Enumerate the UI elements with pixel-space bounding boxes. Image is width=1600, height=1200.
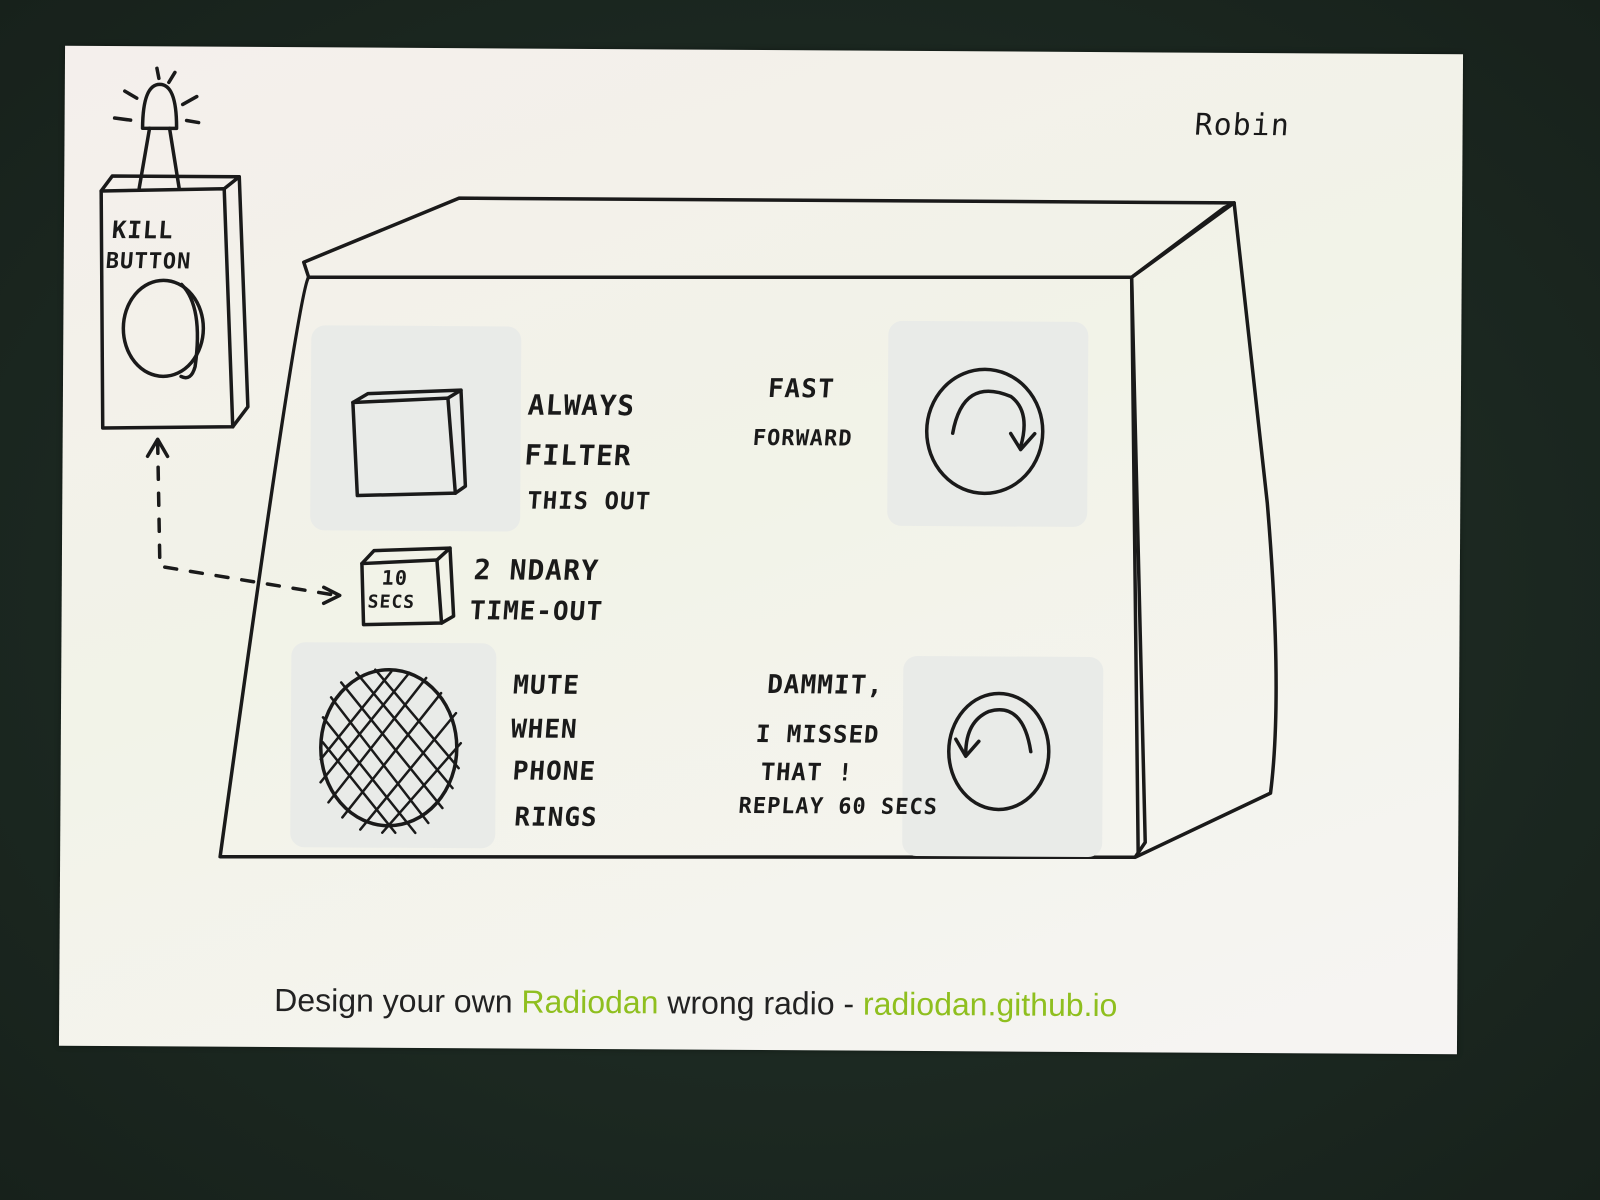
fast-forward-label-1: FAST [766,374,836,405]
footer-text-1: Design your own [274,982,522,1020]
radio-box-top-face [301,196,1236,280]
fast-forward-sticker [887,320,1089,527]
kill-button-sketch [99,66,250,430]
kill-label-line2: BUTTON [104,248,193,275]
secondary-timeout-label-1: 2 NDARY [472,553,601,588]
filter-button-sketch [351,388,468,498]
timer-label-line2: SECS [366,591,416,613]
always-filter-label-2: FILTER [523,438,634,473]
mute-label-4: RINGS [513,802,599,834]
mute-label-2: WHEN [509,714,579,745]
author-signature: Robin [1193,107,1292,144]
radio-front-right-edge [1129,275,1140,855]
dammit-label-2: I MISSED [754,719,881,749]
kill-label-line1: KILL [110,216,175,245]
mute-label-3: PHONE [511,756,598,787]
card-footer: Design your own Radiodan wrong radio - r… [274,982,1117,1024]
replay-knob-sketch [947,691,1051,812]
radio-box-outline [218,201,1278,860]
radio-sketch-drawing [99,66,1278,860]
filter-sticker [310,325,522,532]
fast-forward-label-2: FORWARD [751,425,854,452]
radio-box-front-top [306,275,1134,280]
design-card: Robin KILL BUTTON ALWAYS FILTER THIS OUT… [58,45,1464,1055]
always-filter-label-1: ALWAYS [526,388,637,423]
replay-sticker [902,655,1104,858]
footer-url: radiodan.github.io [862,985,1118,1024]
speaker-grille-sketch [319,667,463,835]
dammit-label-1: DAMMIT, [766,670,885,701]
footer-brand: Radiodan [521,983,659,1021]
dammit-label-4: REPLAY 60 SECS [737,793,939,821]
fast-forward-knob-sketch [924,367,1045,496]
kill-to-timer-arrow [155,439,339,598]
always-filter-label-3: THIS OUT [526,486,652,516]
mute-label-1: MUTE [512,670,581,701]
dammit-label-3: THAT ! [759,758,855,787]
timer-box-sketch [360,546,456,627]
timer-label-line1: 10 [380,565,409,590]
secondary-timeout-label-2: TIME-OUT [468,596,604,628]
footer-text-2: wrong radio - [658,984,864,1022]
